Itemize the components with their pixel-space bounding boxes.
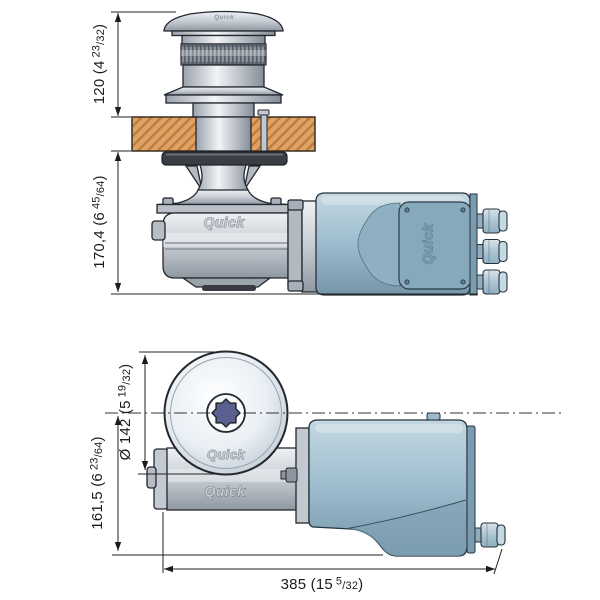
plan-side-boss (146, 466, 157, 489)
deck-shaft (195, 116, 252, 152)
plan-motor (308, 412, 506, 557)
drum-inner-ring (170, 357, 282, 469)
coupling-bolt-top (287, 199, 304, 211)
gasket-highlight (166, 153, 283, 156)
plan-motor-sheen (315, 424, 463, 433)
plan-gearbox-sheen (168, 469, 296, 482)
knurled-band (180, 43, 267, 66)
motor-hump (357, 202, 401, 287)
motor-face-strip (469, 193, 478, 296)
gearbox-sump (180, 277, 272, 288)
motor-coupling (287, 199, 318, 293)
cap-lip (171, 30, 276, 37)
plan-motor-face-strip (466, 425, 476, 554)
cable-gland-1 (476, 208, 508, 234)
quick-logo-plan-body: Quick (205, 483, 247, 499)
plan-motor-underside (349, 501, 467, 556)
quick-logo-motor: Quick (420, 223, 436, 265)
capstan-base-ring (165, 94, 282, 104)
plan-motor-curve-line (344, 499, 467, 530)
dimension-capstan-height: 120 (423/32) (91, 11, 176, 118)
cable-gland-2 (476, 238, 508, 265)
dimension-drum-diameter: Ø 142 (519/32) (117, 351, 222, 475)
sump-pad (202, 285, 256, 291)
capstan-neck (181, 34, 266, 45)
neck-fin-right (243, 165, 262, 191)
cable-gland-3 (476, 269, 508, 295)
shaft-collar (192, 102, 255, 118)
dimension-label-drum-diameter: Ø 142 (519/32) (117, 364, 135, 461)
plan-cable-gland (474, 522, 506, 548)
panel-screw-4 (460, 279, 466, 285)
gearbox-housing: Quick (151, 197, 290, 291)
dimension-label-capstan-height: 120 (423/32) (91, 24, 109, 104)
quick-logo-gearbox: Quick (204, 214, 246, 230)
plan-gearbox: Quick (146, 427, 310, 524)
dimension-axis-to-bottom: 161,5 (623/64) (89, 416, 383, 556)
capstan-base-flare (163, 86, 284, 96)
capstan: Quick (163, 10, 284, 152)
plan-coupling-flange (295, 427, 310, 524)
quick-logo-drum: Quick (207, 447, 245, 462)
plan-view: Quick Quick (89, 350, 563, 594)
coupling-plate (287, 206, 303, 286)
quick-logo-cap: Quick (214, 14, 234, 21)
capstan-top-cap (163, 10, 284, 32)
coupling-flange (301, 200, 318, 293)
neck-fin-left (184, 165, 203, 191)
panel-screw-3 (404, 279, 410, 285)
side-view: Quick (91, 10, 508, 296)
control-cap-star (211, 398, 241, 428)
neck-bell (157, 189, 289, 206)
gearbox-neck (157, 164, 289, 206)
plan-bolt-head (285, 467, 298, 483)
side-boss (151, 220, 166, 241)
panel-screw-1 (404, 207, 410, 213)
plan-motor-stud (426, 412, 441, 421)
capstan-drum (182, 64, 265, 88)
panel-screw-2 (460, 207, 466, 213)
dimension-below-deck-height: 170,4 (645/64) (91, 150, 478, 295)
deck-stud (257, 109, 270, 152)
gearbox-body (162, 212, 289, 279)
dimension-label-axis-to-bottom: 161,5 (623/64) (89, 436, 107, 529)
dimension-label-below-deck: 170,4 (645/64) (91, 175, 109, 268)
coupling-bolt-bottom (287, 280, 304, 292)
motor-housing: Quick (315, 192, 508, 296)
gearbox-top-plate (156, 203, 290, 214)
gearbox-sheen (163, 233, 288, 247)
